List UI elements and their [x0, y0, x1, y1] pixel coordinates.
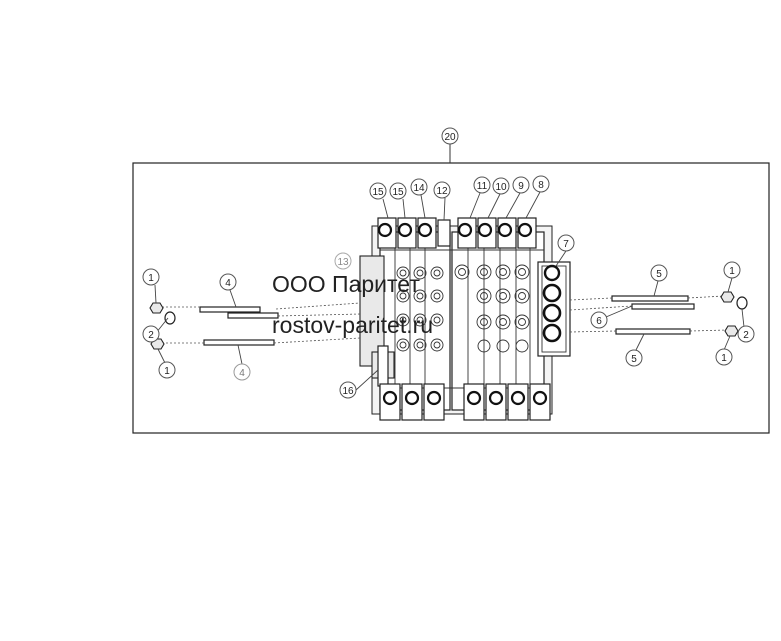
- valve-block: [359, 225, 571, 415]
- callout-5-b: 5: [625, 349, 643, 367]
- callout-label-13: 13: [337, 257, 349, 268]
- callout-6: 6: [590, 311, 608, 329]
- callout-label-12: 12: [436, 186, 448, 197]
- right-tie-rods: [569, 291, 748, 337]
- callout-2-b: 2: [737, 325, 755, 343]
- callout-20: 20: [441, 127, 459, 145]
- callout-label-1-b: 1: [164, 366, 170, 377]
- top-solenoids: [377, 217, 537, 249]
- callout-label-1-d: 1: [721, 353, 727, 364]
- callout-label-20: 20: [444, 132, 456, 143]
- callout-16: 16: [339, 381, 357, 399]
- callout-15-a: 15: [369, 182, 387, 200]
- callout-4-b: 4: [233, 363, 251, 381]
- callout-label-9: 9: [518, 181, 524, 192]
- callout-1-c: 1: [723, 261, 741, 279]
- callout-7: 7: [557, 234, 575, 252]
- callout-4-a: 4: [219, 273, 237, 291]
- left-tie-rods: [149, 302, 361, 350]
- callout-label-6: 6: [596, 316, 602, 327]
- callout-5-a: 5: [650, 264, 668, 282]
- callout-1-d: 1: [715, 348, 733, 366]
- callout-12: 12: [433, 181, 451, 199]
- callout-label-15-b: 15: [392, 187, 404, 198]
- callout-label-1-a: 1: [148, 273, 154, 284]
- callout-label-4-b: 4: [239, 368, 245, 379]
- watermark-website: rostov-paritet.ru: [272, 312, 434, 338]
- callout-10: 10: [492, 177, 510, 195]
- callout-2-a: 2: [142, 325, 160, 343]
- callout-label-10: 10: [495, 182, 507, 193]
- callout-8: 8: [532, 175, 550, 193]
- callout-label-11: 11: [477, 181, 488, 192]
- callout-label-14: 14: [413, 183, 425, 194]
- callout-label-15-a: 15: [372, 187, 384, 198]
- callout-label-1-c: 1: [729, 266, 735, 277]
- callout-14: 14: [410, 178, 428, 196]
- bottom-solenoids: [379, 383, 551, 421]
- assembly-frame: [132, 162, 770, 434]
- callout-1-b: 1: [158, 361, 176, 379]
- callout-label-8: 8: [538, 180, 544, 191]
- watermark-company: ООО Паритет: [272, 271, 420, 297]
- callout-label-5-b: 5: [631, 354, 637, 365]
- callout-label-4-a: 4: [225, 278, 231, 289]
- leaders: [154, 191, 745, 391]
- callout-11: 11: [473, 176, 491, 194]
- callout-label-7: 7: [563, 239, 569, 250]
- callout-label-2-a: 2: [148, 330, 154, 341]
- callout-label-2-b: 2: [743, 330, 749, 341]
- callout-9: 9: [512, 176, 530, 194]
- callout-1-a: 1: [142, 268, 160, 286]
- callout-label-5-a: 5: [656, 269, 662, 280]
- callout-15-b: 15: [389, 182, 407, 200]
- callout-13: 13: [334, 252, 352, 270]
- callout-label-16: 16: [342, 386, 354, 397]
